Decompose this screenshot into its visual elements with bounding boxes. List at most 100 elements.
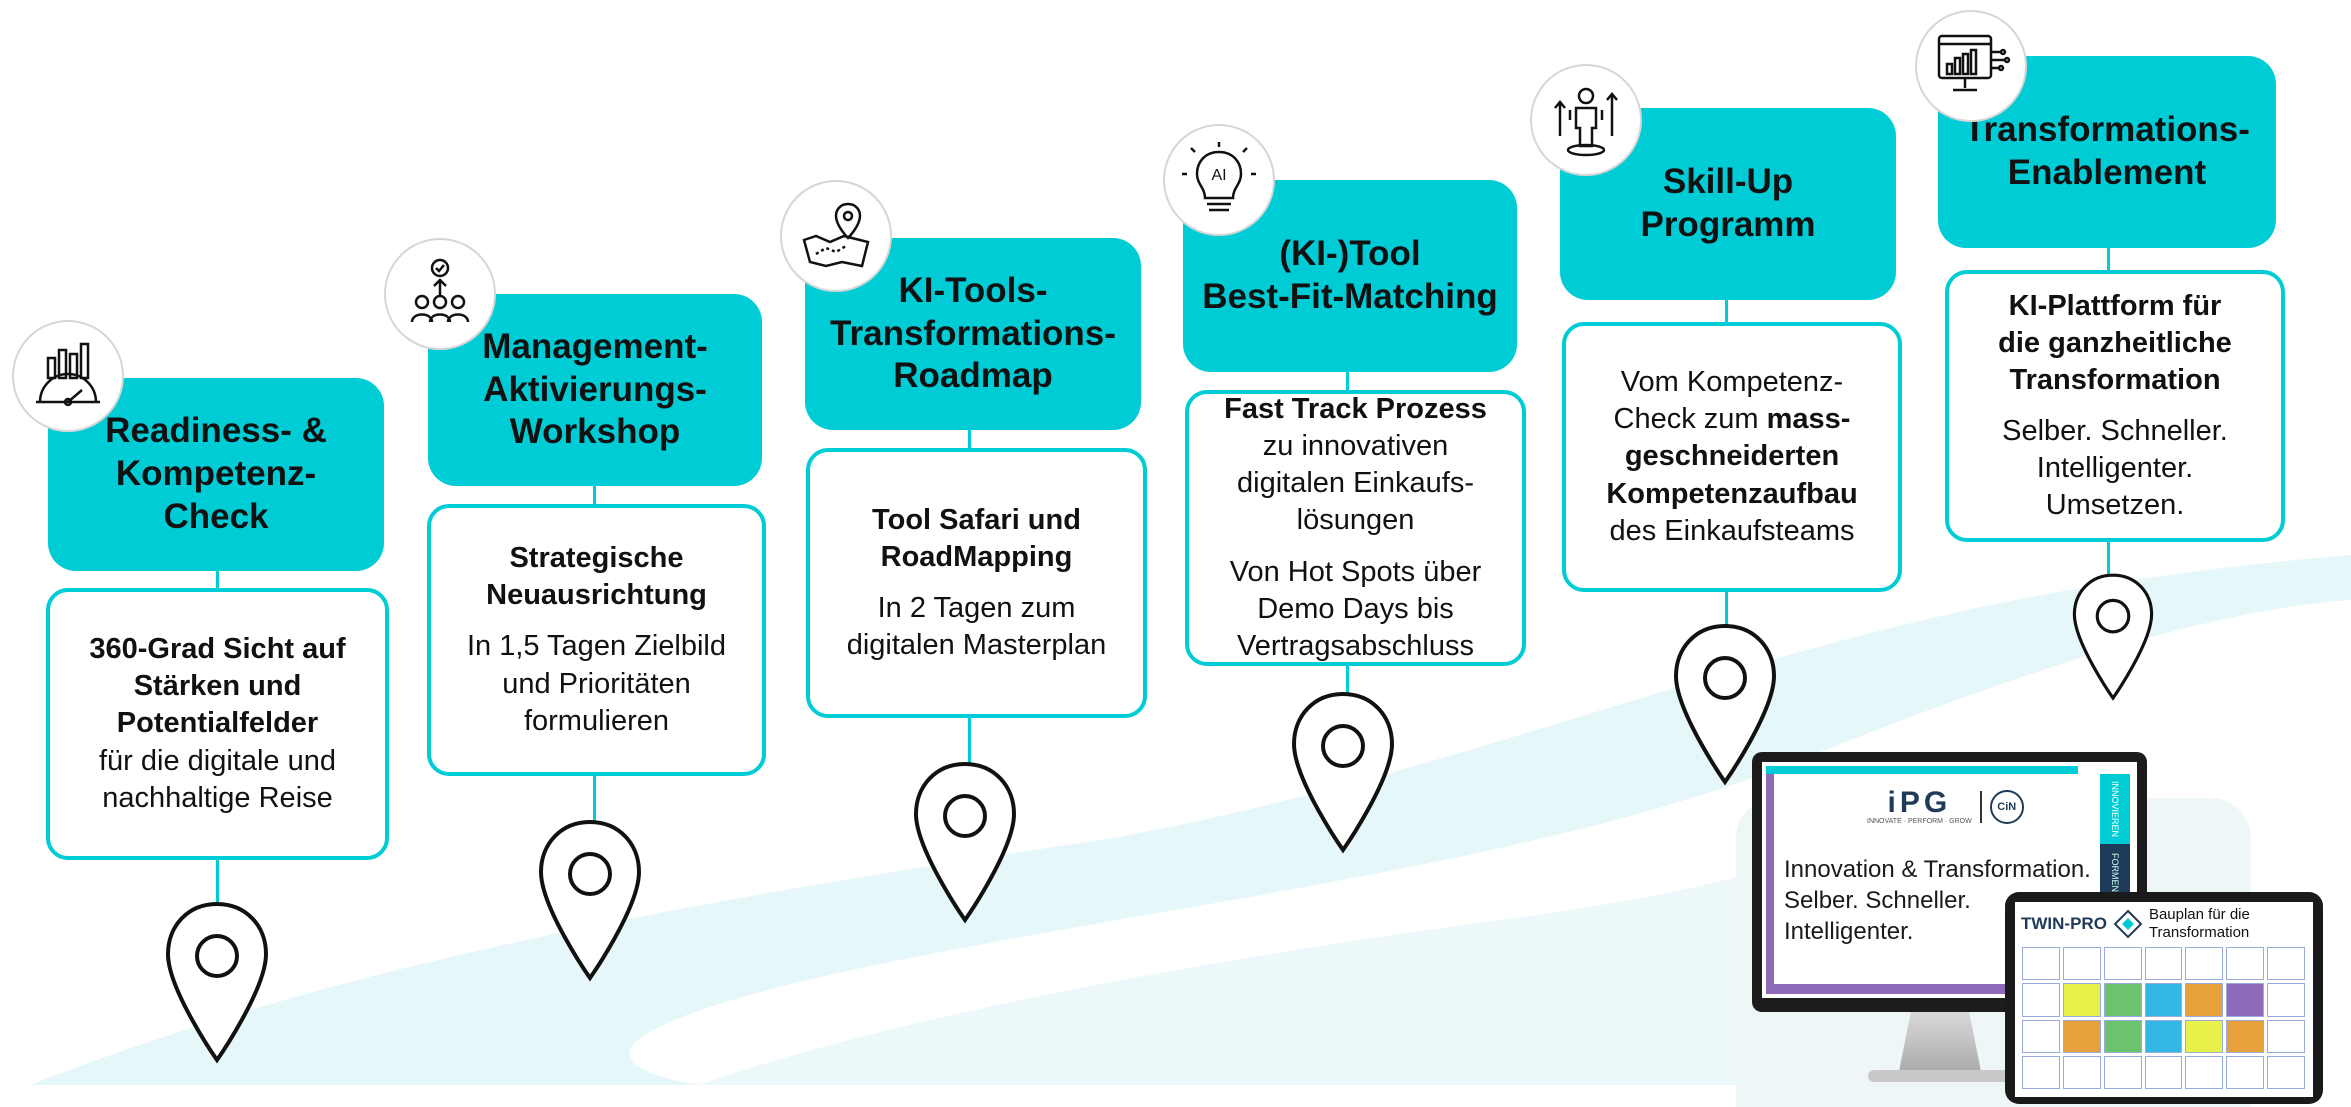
card-line: geschneiderten: [1625, 438, 1839, 475]
card-line: digitalen Einkaufs-: [1237, 467, 1474, 500]
card-line: die ganzheitliche: [1998, 326, 2232, 359]
connector-line: [1725, 592, 1728, 628]
svg-text:AI: AI: [1211, 167, 1226, 184]
card-line: 360-Grad Sicht auf: [89, 633, 346, 666]
step-title-line: Aktivierungs-: [483, 369, 707, 409]
connector-line: [593, 776, 596, 822]
tablet-tile: [2185, 947, 2224, 981]
card-line: Demo Days bis: [1257, 592, 1454, 625]
card-line: In 2 Tagen zum: [877, 592, 1076, 624]
step-title-line: (KI-)Tool: [1279, 234, 1421, 274]
monitor-line: Selber. Schneller.: [1784, 887, 1971, 915]
card-line: und Prioritäten: [502, 667, 691, 700]
step-title-line: Management-: [482, 326, 708, 366]
readiness-gauge-icon: [12, 320, 124, 432]
step-title-line: Roadmap: [893, 356, 1053, 396]
card-text: Kompetenzaufbau: [1606, 477, 1858, 510]
card-line: nachhaltige Reise: [102, 781, 333, 814]
tablet-tile: [2144, 983, 2183, 1017]
side-label: INNOVIEREN: [2110, 780, 2120, 837]
step-title: KI-Tools-Transformations-Roadmap: [805, 238, 1141, 430]
connector-line: [2107, 542, 2110, 578]
card-line: Transformation: [2009, 363, 2221, 396]
side-label: FORMEN: [2110, 852, 2120, 892]
team-growth-icon: [384, 238, 496, 350]
step-title-line: Kompetenz-: [115, 454, 317, 494]
connector-line: [968, 718, 971, 766]
digital-analytics-icon: [1915, 10, 2027, 122]
screen-side-tab-2: FORMEN: [2100, 852, 2130, 892]
step-title-line: Best-Fit-Matching: [1202, 277, 1498, 316]
screen-purple-bottom: [1766, 984, 2096, 994]
twin-pro-brand: TWIN-PRO: [2021, 914, 2107, 933]
tablet-grid: [2021, 946, 2307, 1091]
tablet-tile: [2022, 1055, 2060, 1089]
tablet-tile: [2267, 1019, 2305, 1053]
card-line: des Einkaufsteams: [1609, 513, 1854, 550]
card-text: Check zum: [1613, 403, 1767, 436]
map-roadmap-icon: [780, 180, 892, 292]
map-pin-icon: [1673, 623, 1777, 786]
cin-badge: CiN: [1989, 789, 2024, 824]
monitor-text: Innovation & Transformation. Selber. Sch…: [1784, 854, 2091, 948]
card-line: digitalen Masterplan: [846, 629, 1107, 662]
step-title-line: Workshop: [509, 412, 681, 452]
tablet-tile: [2185, 983, 2224, 1017]
tablet-tile: [2103, 983, 2142, 1017]
tablet-subtitle: Bauplan für die: [2148, 906, 2250, 923]
tablet-tile: [2226, 1055, 2265, 1089]
map-pin-icon: [538, 819, 642, 982]
card-text: Vom Kompetenz-: [1620, 366, 1844, 399]
twin-pro-header: TWIN-PRO Bauplan für die Transformation: [2021, 906, 2250, 942]
card-line: für die digitale und: [99, 744, 336, 777]
tablet-tile: [2103, 1019, 2142, 1053]
tablet-tile: [2185, 1055, 2224, 1089]
card-line: Umsetzen.: [2045, 489, 2185, 522]
card-text: geschneiderten: [1624, 440, 1840, 473]
tablet-tile: [2226, 983, 2265, 1017]
monitor-line: Intelligenter.: [1784, 918, 1914, 946]
tablet-tile: [2022, 947, 2060, 981]
card-line: Tool Safari und: [872, 503, 1081, 536]
tablet-tile: [2062, 947, 2101, 981]
card-line: KI-Plattform für: [2008, 289, 2222, 322]
tablet-tile: [2144, 947, 2183, 981]
card-line: Potentialfelder: [116, 707, 319, 740]
step-title-line: Readiness- &: [105, 411, 327, 451]
tablet-mockup: TWIN-PRO Bauplan für die Transformation: [2005, 892, 2323, 1104]
tablet-tile: [2226, 947, 2265, 981]
card-line: RoadMapping: [880, 540, 1073, 573]
step-title-line: Check: [163, 496, 269, 536]
card-line: Vom Kompetenz-: [1621, 364, 1843, 401]
card-line: Stärken und: [133, 670, 302, 703]
tablet-tile: [2103, 1055, 2142, 1089]
tablet-tile: [2062, 1019, 2101, 1053]
step-title-line: Skill-Up: [1662, 162, 1794, 202]
tablet-tile: [2144, 1019, 2183, 1053]
tablet-tile: [2267, 1055, 2305, 1089]
card-line: Kompetenzaufbau: [1606, 476, 1857, 513]
map-pin-icon: [165, 901, 269, 1064]
logo-text: iPG: [1887, 786, 1952, 819]
connector-line: [593, 486, 596, 506]
tablet-tile: [2226, 1019, 2265, 1053]
map-pin-icon: [1291, 691, 1395, 854]
card-line: Check zum mass-: [1614, 401, 1851, 438]
logo-subtext: INNOVATE · PERFORM · GROW: [1867, 818, 1972, 825]
connector-line: [1346, 372, 1349, 392]
screen-side-tab: INNOVIEREN: [2100, 774, 2130, 844]
card-text: mass-: [1766, 403, 1851, 436]
tablet-tile: [2062, 983, 2101, 1017]
connector-line: [1346, 666, 1349, 698]
tablet-tile: [2022, 983, 2060, 1017]
step-title-line: Programm: [1640, 205, 1816, 244]
step-title-line: Transformations-: [830, 313, 1116, 353]
card-line: Selber. Schneller.: [2002, 415, 2228, 447]
tablet-tile: [2062, 1055, 2101, 1089]
tablet-tile: [2022, 1019, 2060, 1053]
step-title-line: KI-Tools-: [898, 270, 1048, 310]
step-title-line: Enablement: [2007, 153, 2207, 192]
card-line: Von Hot Spots über: [1229, 555, 1482, 588]
